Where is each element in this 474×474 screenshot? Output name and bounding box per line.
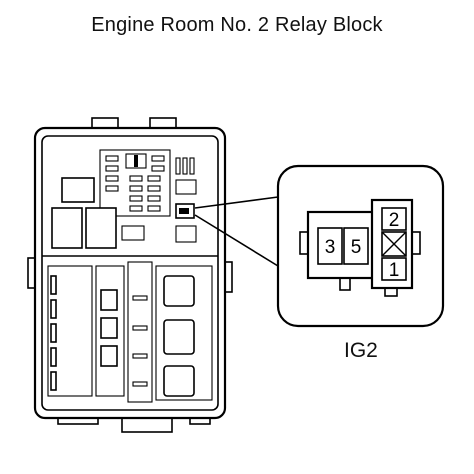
fuse-column: [127, 261, 153, 403]
relay-large: [85, 207, 117, 249]
relay-block-housing: [27, 117, 233, 433]
side-fuse: [50, 371, 57, 391]
callout-line-bottom: [194, 214, 279, 267]
diagram-title: Engine Room No. 2 Relay Block: [91, 14, 383, 36]
relay-large: [61, 177, 95, 203]
ig2-connector-view: 3 5 2 1: [276, 164, 445, 328]
callout-line-top: [194, 196, 279, 209]
large-relay: [163, 319, 195, 355]
relay-large: [51, 207, 83, 249]
mid-relay: [100, 317, 118, 339]
terminal-label-5: 5: [351, 237, 362, 258]
fuse-slot: [132, 353, 148, 359]
side-fuse: [50, 299, 57, 319]
relay-small: [121, 225, 145, 241]
tall-fuse: [182, 157, 188, 175]
terminal-label-3: 3: [325, 237, 336, 258]
fuse-slot: [132, 381, 148, 387]
terminal-label-2: 2: [389, 210, 400, 231]
fuse-grid: [105, 153, 165, 212]
terminal-cell-3: [317, 227, 343, 265]
mid-relay: [100, 289, 118, 311]
relay-socket: [175, 225, 197, 243]
terminal-cell-1: [381, 257, 407, 281]
terminal-cell-2: [381, 207, 407, 231]
large-relay: [163, 365, 195, 397]
ig2-relay-marker: [179, 208, 189, 214]
terminal-cross: [381, 231, 407, 257]
relay-name-label: IG2: [344, 339, 378, 362]
fuse-slot: [132, 325, 148, 331]
terminal-label-1: 1: [389, 260, 400, 281]
side-fuse: [50, 323, 57, 343]
relay-socket: [175, 179, 197, 195]
large-relay: [163, 275, 195, 307]
tall-fuse: [189, 157, 195, 175]
mid-relay: [100, 345, 118, 367]
tall-fuse: [175, 157, 181, 175]
side-fuse: [50, 275, 57, 295]
terminal-cell-5: [343, 227, 369, 265]
side-fuse: [50, 347, 57, 367]
fuse-slot: [132, 295, 148, 301]
